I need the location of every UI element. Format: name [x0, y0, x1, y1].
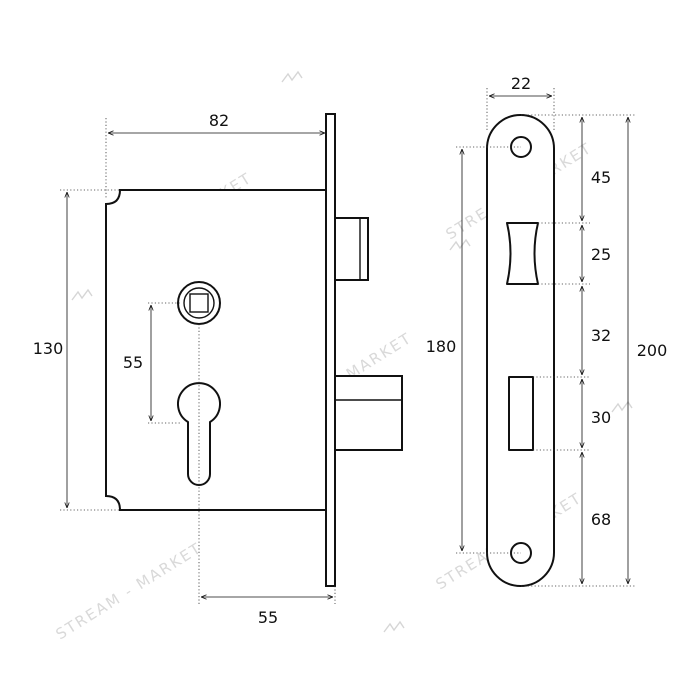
- lock-case: [105, 189, 327, 511]
- width-label: 82: [209, 111, 229, 130]
- center-distance-label: 55: [123, 353, 143, 372]
- cylinder-cutout: [177, 382, 221, 486]
- faceplate-side: [325, 113, 336, 587]
- segment-45-label: 45: [591, 168, 611, 187]
- latch-bolt: [333, 217, 369, 281]
- spindle-square: [189, 293, 209, 313]
- segment-25-label: 25: [591, 245, 611, 264]
- faceplate-front-view: 22 180 45 25 32 30 68 200: [426, 74, 668, 587]
- segment-32-label: 32: [591, 326, 611, 345]
- backset-label: 55: [258, 608, 278, 627]
- segment-30-label: 30: [591, 408, 611, 427]
- dead-bolt: [333, 375, 403, 451]
- hole-spacing-label: 180: [426, 337, 457, 356]
- watermark-logo-icon: [281, 70, 303, 83]
- watermark-logo-icon: [383, 620, 405, 633]
- faceplate-width-label: 22: [511, 74, 531, 93]
- faceplate-front: [486, 114, 555, 587]
- bolt-opening: [508, 376, 534, 451]
- spindle-ring: [183, 287, 215, 319]
- lock-body-view: 82 130 55 55: [33, 111, 403, 627]
- watermark-logo-icon: [71, 288, 93, 301]
- segment-68-label: 68: [591, 510, 611, 529]
- height-label: 130: [33, 339, 64, 358]
- watermark-text: STREAM - MARKET: [53, 539, 206, 644]
- total-length-label: 200: [637, 341, 668, 360]
- watermark-logo-icon: [611, 400, 633, 413]
